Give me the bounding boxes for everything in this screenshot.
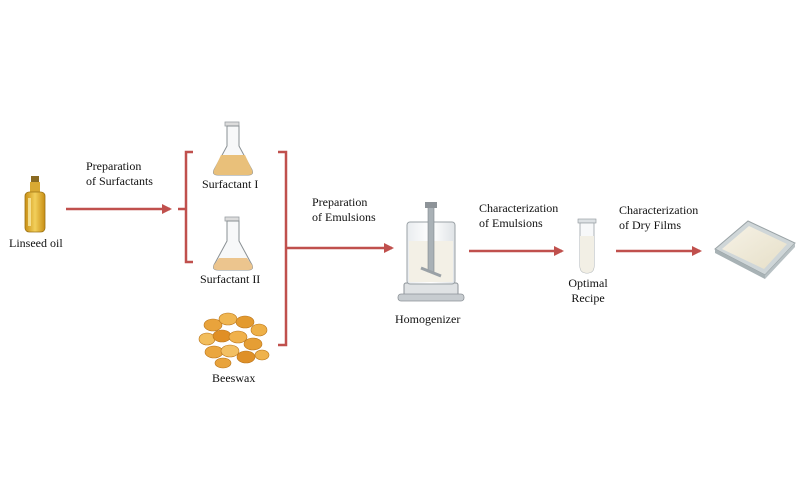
label-optimal-recipe: Optimal Recipe bbox=[560, 276, 616, 306]
test-tube-icon bbox=[577, 218, 597, 274]
label-preparation-of-emulsions: Preparation of Emulsions bbox=[312, 195, 376, 225]
label-line: Recipe bbox=[571, 291, 605, 305]
left-bracket bbox=[178, 150, 193, 264]
label-preparation-of-surfactants: Preparation of Surfactants bbox=[86, 159, 153, 189]
label-surfactant-1: Surfactant I bbox=[202, 177, 259, 191]
label-line: of Emulsions bbox=[479, 216, 543, 230]
label-linseed-oil: Linseed oil bbox=[9, 236, 63, 250]
label-homogenizer: Homogenizer bbox=[395, 312, 461, 326]
label-line: of Dry Films bbox=[619, 218, 682, 232]
beeswax-pellets-icon bbox=[198, 312, 270, 369]
oil-bottle-icon bbox=[24, 176, 46, 233]
label-line: of Surfactants bbox=[86, 174, 153, 188]
flask-icon bbox=[213, 121, 253, 176]
flask-icon bbox=[213, 216, 253, 271]
homogenizer-icon bbox=[397, 202, 465, 302]
label-line: Preparation bbox=[86, 159, 142, 173]
label-line: of Emulsions bbox=[312, 210, 376, 224]
label-line: Characterization bbox=[479, 201, 559, 215]
dry-film-plate-icon bbox=[714, 220, 796, 279]
label-line: Preparation bbox=[312, 195, 368, 209]
label-line: Optimal bbox=[568, 276, 608, 290]
label-beeswax: Beeswax bbox=[212, 371, 256, 385]
label-characterization-of-dry-films: Characterization of Dry Films bbox=[619, 203, 698, 233]
label-line: Characterization bbox=[619, 203, 699, 217]
label-characterization-of-emulsions: Characterization of Emulsions bbox=[479, 201, 558, 231]
right-bracket bbox=[278, 150, 288, 347]
label-surfactant-2: Surfactant II bbox=[200, 272, 261, 286]
